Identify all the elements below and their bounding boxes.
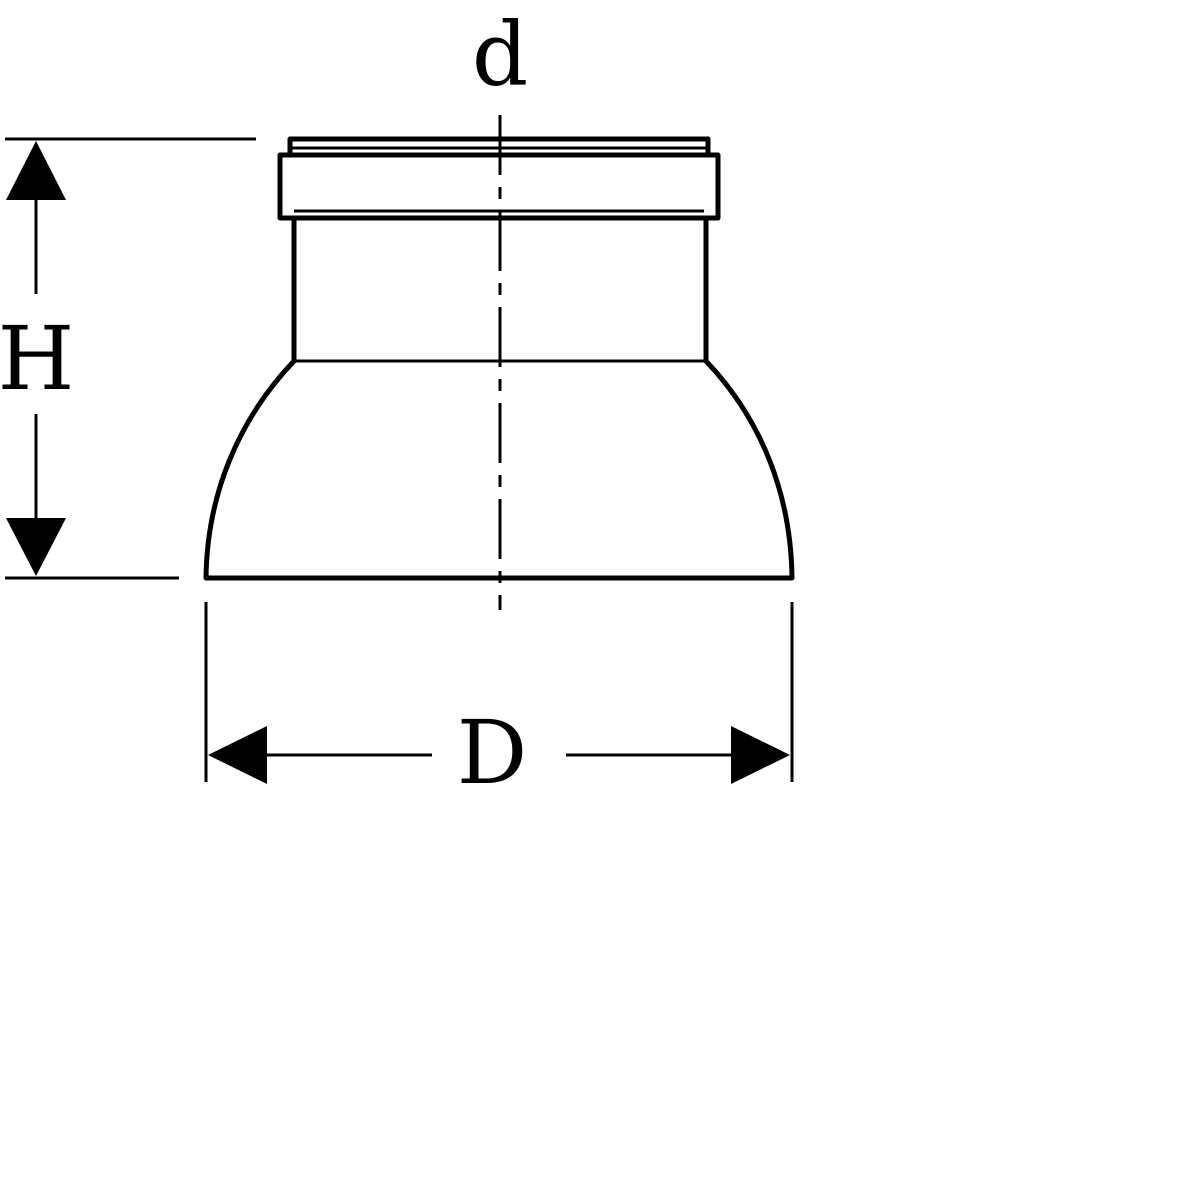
outer-diameter-label: D xyxy=(457,701,528,804)
collar-ring xyxy=(277,152,721,221)
outer-diameter-arrow-right xyxy=(731,726,790,784)
height-arrow-down xyxy=(6,518,66,576)
height-label: H xyxy=(0,307,74,410)
bell-body xyxy=(203,358,795,581)
inner-diameter-label: d xyxy=(472,3,528,106)
height-arrow-up xyxy=(6,141,66,200)
outer-diameter-arrow-left xyxy=(208,726,267,784)
